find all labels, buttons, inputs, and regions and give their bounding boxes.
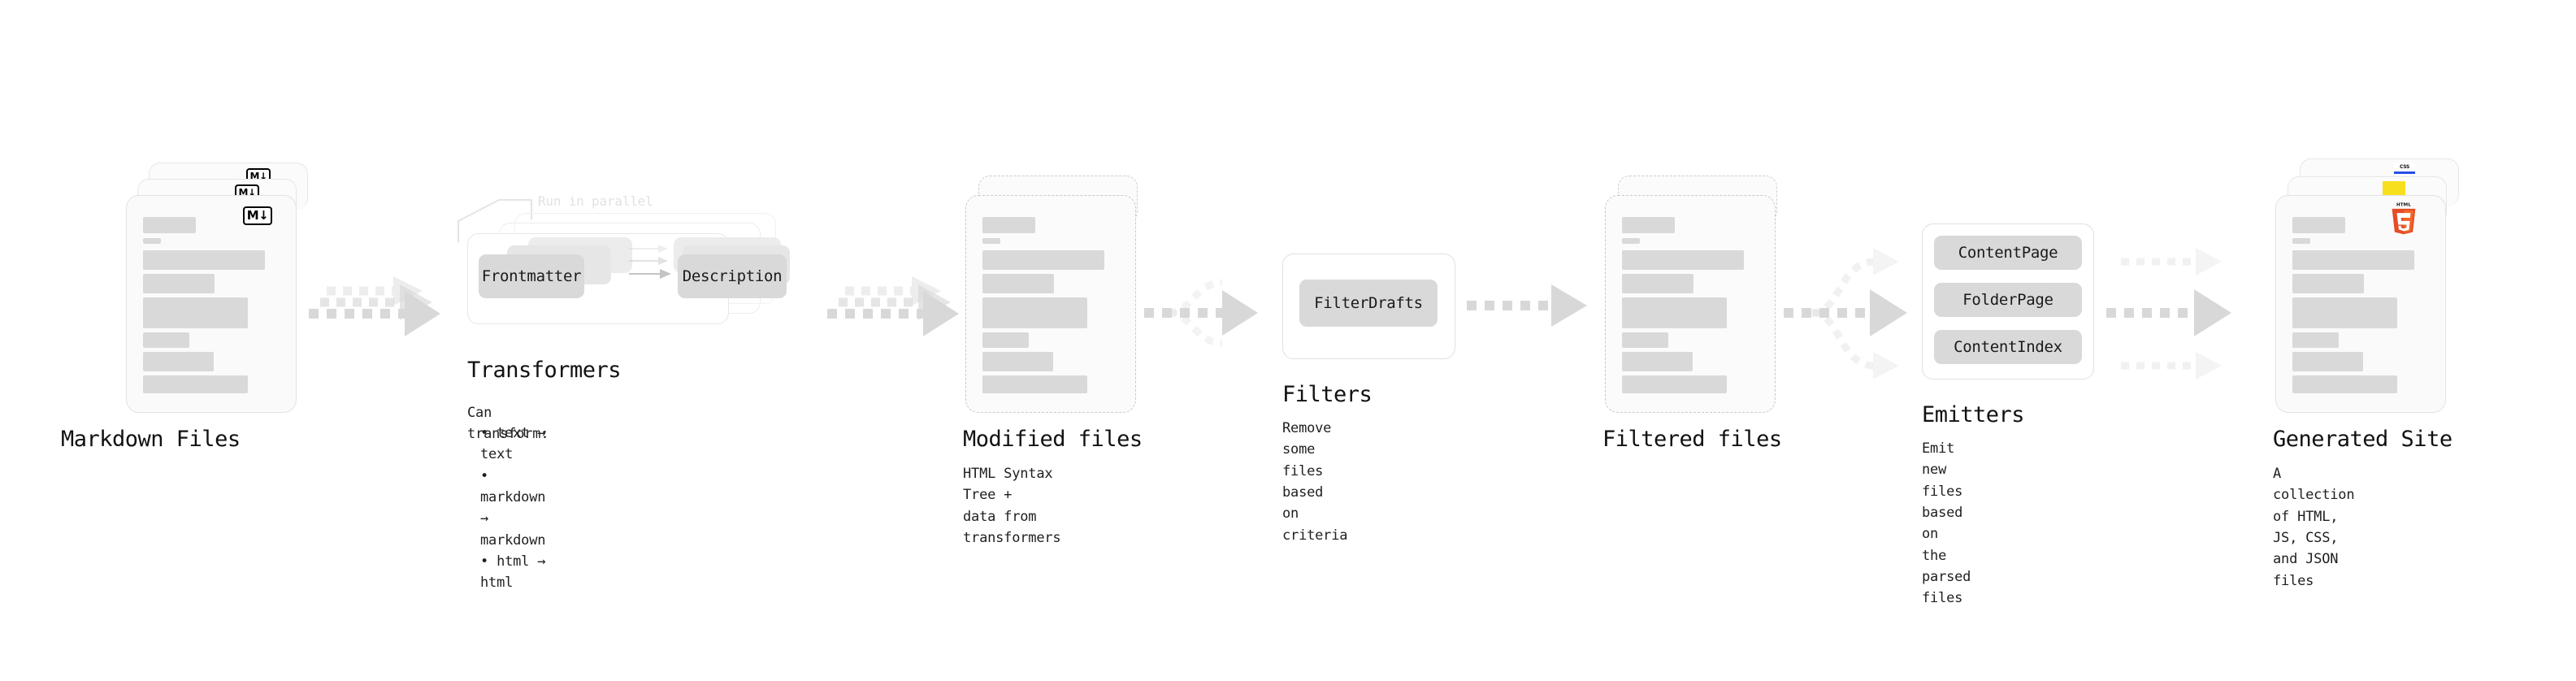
markdown-file-card: M↓ [126, 195, 297, 413]
skeleton-bar [1622, 332, 1668, 348]
modified-file-card [965, 195, 1136, 413]
stage-caption-emitters: Emit new files based on the parsed files [1922, 440, 1971, 607]
css-badge-icon: CSS [2394, 163, 2415, 174]
arrow-emitters-to-site [2106, 248, 2231, 380]
skeleton-bar [2292, 250, 2414, 270]
markdown-badge-letter: M [238, 186, 248, 198]
skeleton-bar [2292, 274, 2364, 293]
skeleton-bar [143, 238, 161, 244]
emitter-chip-folderpage[interactable]: FolderPage [1934, 283, 2082, 317]
skeleton-bar [982, 274, 1054, 293]
markdown-badge-arrow: ↓ [258, 208, 269, 223]
stage-title-filtered-files: Filtered files [1602, 427, 1782, 452]
stage-title-modified-files: Modified files [963, 427, 1143, 452]
stage-title-filters: Filters [1282, 382, 1373, 407]
filter-chip-label: FilterDrafts [1314, 294, 1423, 312]
skeleton-bar [1622, 217, 1675, 233]
skeleton-bar [143, 274, 215, 293]
markdown-badge-letter: M [249, 170, 259, 182]
skeleton-bar [1622, 250, 1744, 270]
skeleton-bar [982, 332, 1029, 348]
transform-bullet: • html → html [480, 553, 546, 592]
transformer-inner-arrows [629, 245, 671, 279]
emitter-chip-label: ContentIndex [1954, 338, 2062, 356]
transformer-chip-label: Description [682, 267, 783, 285]
skeleton-bar [2292, 238, 2310, 244]
stage-title-generated-site: Generated Site [2273, 427, 2452, 452]
stage-title-markdown-files: Markdown Files [61, 427, 241, 452]
skeleton-bar [143, 250, 265, 270]
skeleton-bar [1622, 238, 1640, 244]
svg-text:HTML: HTML [2396, 203, 2411, 208]
skeleton-bar [1622, 375, 1727, 393]
arrow-filters-to-filtered [1467, 284, 1587, 327]
markdown-badge-arrow: ↓ [247, 186, 256, 198]
html5-badge-icon: HTML [2392, 203, 2416, 235]
arrow-filtered-to-emitters [1784, 248, 1907, 380]
stage-title-transformers: Transformers [467, 358, 622, 383]
skeleton-bar [982, 217, 1035, 233]
markdown-badge-letter: M [246, 208, 259, 223]
skeleton-bar [2292, 332, 2339, 348]
transformer-chip-frontmatter[interactable]: Frontmatter [479, 254, 584, 298]
js-badge-icon [2383, 181, 2405, 196]
markdown-badge: M↓ [243, 206, 272, 225]
stage-caption-filters: Remove some files based on criteria [1282, 420, 1348, 544]
stage-caption-generated-site: A collection of HTML, JS, CSS, and JSON … [2273, 466, 2355, 589]
skeleton-bar [143, 332, 189, 348]
css-badge-label: CSS [2400, 164, 2409, 170]
skeleton-bar [2292, 375, 2397, 393]
transformer-chip-description[interactable]: Description [678, 254, 787, 298]
emitter-chip-label: FolderPage [1962, 291, 2053, 309]
transform-bullet-list: • text → text • markdown → markdown • ht… [467, 423, 545, 594]
css-badge-bar [2394, 171, 2415, 174]
parallel-label: Run in parallel [538, 193, 653, 209]
skeleton-bar [143, 375, 248, 393]
skeleton-bar [1622, 352, 1693, 371]
parallel-bracket-icon [458, 199, 532, 242]
skeleton-bar [143, 217, 196, 233]
transform-bullet: • markdown → markdown [480, 467, 546, 549]
transformer-chip-label: Frontmatter [481, 267, 582, 285]
emitter-chip-contentindex[interactable]: ContentIndex [1934, 330, 2082, 364]
skeleton-bar [143, 352, 214, 371]
emitter-chip-label: ContentPage [1958, 244, 2058, 262]
stage-caption-modified-files: HTML Syntax Tree + data from transformer… [963, 466, 1061, 547]
skeleton-bar [982, 297, 1087, 328]
stage-caption-transformers: Can transform: [467, 405, 549, 443]
arrow-markdown-to-transformers [309, 276, 440, 336]
arrow-transformers-to-modified [827, 276, 959, 336]
skeleton-bar [982, 250, 1104, 270]
arrow-modified-to-filters [1144, 279, 1258, 347]
skeleton-bar [982, 352, 1053, 371]
skeleton-bar [1622, 274, 1693, 293]
transform-bullet: • text → text [480, 425, 546, 463]
filter-chip-filterdrafts[interactable]: FilterDrafts [1299, 280, 1438, 327]
stage-title-emitters: Emitters [1922, 402, 2025, 427]
skeleton-bar [982, 375, 1087, 393]
skeleton-bar [2292, 297, 2397, 328]
markdown-badge-arrow: ↓ [258, 170, 267, 182]
skeleton-bar [2292, 352, 2363, 371]
skeleton-bar [2292, 217, 2345, 233]
filtered-file-card [1605, 195, 1776, 413]
emitter-chip-contentpage[interactable]: ContentPage [1934, 236, 2082, 270]
site-file-card: HTML [2275, 195, 2446, 413]
skeleton-bar [982, 238, 1000, 244]
skeleton-bar [1622, 297, 1727, 328]
skeleton-bar [143, 297, 248, 328]
